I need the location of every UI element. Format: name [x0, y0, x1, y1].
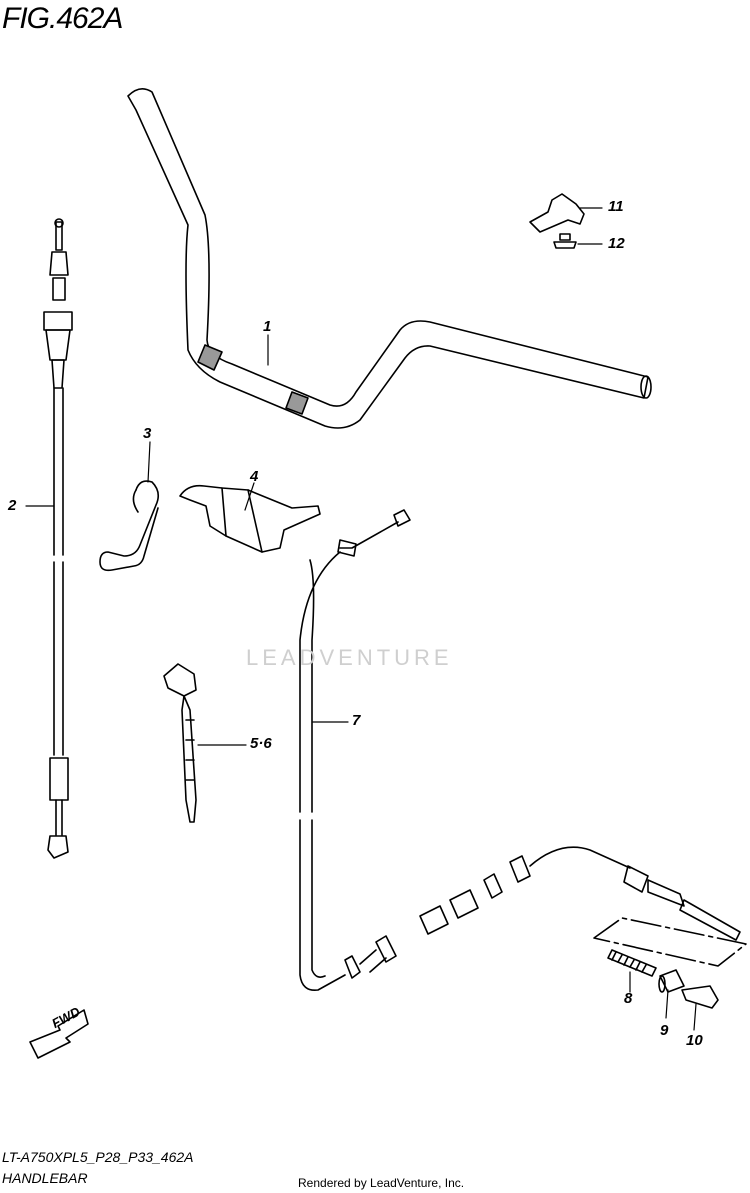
figure-code: LT-A750XPL5_P28_P33_462A	[2, 1149, 194, 1165]
leader-lines	[25, 207, 697, 1031]
callout-8[interactable]: 8	[624, 990, 633, 1007]
callout-2[interactable]: 2	[8, 497, 17, 514]
screw-part-12[interactable]	[553, 233, 577, 249]
rendered-by: Rendered by LeadVenture, Inc.	[298, 1176, 465, 1190]
callout-11[interactable]: 11	[608, 198, 624, 215]
callout-4[interactable]: 4	[250, 468, 259, 485]
callout-1[interactable]: 1	[263, 318, 272, 335]
cable-part-7[interactable]	[299, 509, 741, 992]
bracket-part-11[interactable]	[529, 193, 585, 233]
figure-name: HANDLEBAR	[2, 1170, 88, 1186]
cable-tie-part-5-6[interactable]	[163, 663, 197, 823]
inset-box	[593, 917, 747, 967]
clip-part-10[interactable]	[681, 985, 719, 1009]
clip-part-3[interactable]	[99, 480, 160, 572]
figure-title: FIG.462A	[2, 2, 123, 35]
callout-9[interactable]: 9	[660, 1022, 669, 1039]
bushing-part-9[interactable]	[658, 969, 685, 993]
watermark: LEADVENTURE	[246, 645, 453, 670]
callout-10[interactable]: 10	[686, 1032, 703, 1049]
callout-3[interactable]: 3	[143, 425, 152, 442]
callout-5-6[interactable]: 5·6	[250, 735, 272, 752]
fwd-arrow	[29, 1009, 89, 1059]
handlebar-part-1[interactable]	[127, 88, 652, 429]
holder-part-4[interactable]	[179, 484, 321, 553]
cable-part-2[interactable]	[43, 218, 73, 859]
callout-7[interactable]: 7	[352, 712, 361, 729]
spring-part-8[interactable]	[607, 949, 657, 977]
callout-12[interactable]: 12	[608, 235, 625, 252]
